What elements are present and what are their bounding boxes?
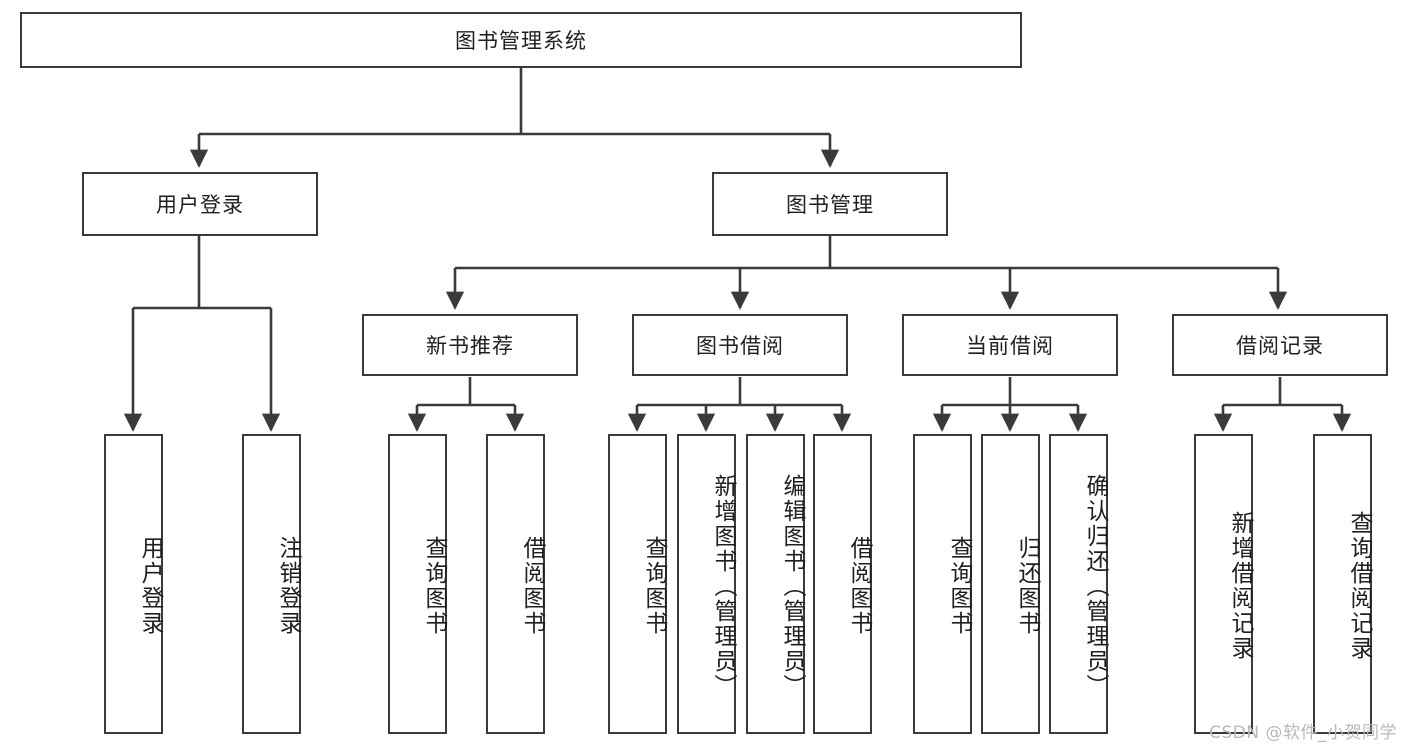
node-label: 查询图书 — [946, 536, 972, 636]
node-label: 查询图书 — [641, 536, 667, 636]
node-label: 新增图书（管理员） — [710, 473, 736, 699]
leaf-borrow-record-query[interactable]: 查询借阅记录 — [1313, 434, 1372, 734]
leaf-current-borrow-confirm-admin[interactable]: 确认归还（管理员） — [1049, 434, 1108, 734]
node-label: 查询借阅记录 — [1346, 511, 1372, 661]
node-label: 借阅图书 — [846, 536, 872, 636]
node-label: 用户登录 — [156, 193, 244, 217]
node-label: 注销登录 — [275, 536, 301, 636]
node-book-borrow[interactable]: 图书借阅 — [632, 314, 848, 376]
leaf-borrow-record-add[interactable]: 新增借阅记录 — [1194, 434, 1253, 734]
node-user-login[interactable]: 用户登录 — [82, 172, 318, 236]
node-label: 图书借阅 — [696, 334, 784, 358]
node-label: 图书管理系统 — [455, 29, 587, 53]
node-label: 借阅记录 — [1236, 334, 1324, 358]
node-new-book-recommend[interactable]: 新书推荐 — [362, 314, 578, 376]
leaf-book-borrow-edit-admin[interactable]: 编辑图书（管理员） — [746, 434, 805, 734]
leaf-book-borrow-query[interactable]: 查询图书 — [608, 434, 667, 734]
node-label: 当前借阅 — [966, 334, 1054, 358]
node-label: 查询图书 — [421, 536, 447, 636]
leaf-book-borrow-add-admin[interactable]: 新增图书（管理员） — [677, 434, 736, 734]
watermark: CSDN @软件_小贺同学 — [1209, 723, 1397, 743]
node-current-borrow[interactable]: 当前借阅 — [902, 314, 1118, 376]
leaf-current-borrow-query[interactable]: 查询图书 — [913, 434, 972, 734]
node-label: 用户登录 — [137, 536, 163, 636]
node-label: 确认归还（管理员） — [1082, 473, 1108, 699]
leaf-user-login-signin[interactable]: 用户登录 — [104, 434, 163, 734]
node-label: 新增借阅记录 — [1227, 511, 1253, 661]
node-label: 借阅图书 — [519, 536, 545, 636]
leaf-new-book-borrow[interactable]: 借阅图书 — [486, 434, 545, 734]
node-borrow-record[interactable]: 借阅记录 — [1172, 314, 1388, 376]
leaf-current-borrow-return[interactable]: 归还图书 — [981, 434, 1040, 734]
node-root-book-management-system[interactable]: 图书管理系统 — [20, 12, 1022, 68]
node-book-management[interactable]: 图书管理 — [712, 172, 948, 236]
node-label: 图书管理 — [786, 193, 874, 217]
leaf-user-login-signout[interactable]: 注销登录 — [242, 434, 301, 734]
node-label: 归还图书 — [1014, 536, 1040, 636]
leaf-book-borrow-borrow[interactable]: 借阅图书 — [813, 434, 872, 734]
node-label: 编辑图书（管理员） — [779, 473, 805, 699]
leaf-new-book-query[interactable]: 查询图书 — [388, 434, 447, 734]
node-label: 新书推荐 — [426, 334, 514, 358]
